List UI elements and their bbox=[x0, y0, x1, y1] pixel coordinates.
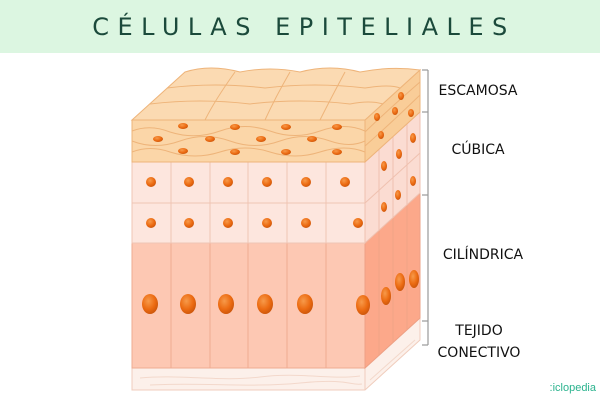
label-cubica: CÚBICA bbox=[451, 142, 505, 158]
squamous-layer bbox=[130, 67, 422, 164]
title-banner: CÉLULAS EPITELIALES bbox=[0, 0, 600, 53]
cuboidal-nuclei bbox=[146, 133, 416, 228]
squamous-nuclei bbox=[153, 92, 414, 155]
label-cilindrica: CILÍNDRICA bbox=[442, 247, 524, 263]
columnar-nuclei bbox=[142, 270, 419, 315]
layer-brackets bbox=[422, 69, 429, 346]
label-tejido-line1: TEJIDO bbox=[455, 323, 503, 339]
cuboidal-layer bbox=[131, 110, 421, 245]
watermark-logo: :iclopedia bbox=[549, 382, 596, 394]
page-title: CÉLULAS EPITELIALES bbox=[92, 12, 516, 41]
label-tejido-line2: CONECTIVO bbox=[437, 345, 521, 361]
label-tejido-conectivo: TEJIDO CONECTIVO bbox=[430, 320, 528, 364]
label-escamosa: ESCAMOSA bbox=[438, 83, 518, 99]
